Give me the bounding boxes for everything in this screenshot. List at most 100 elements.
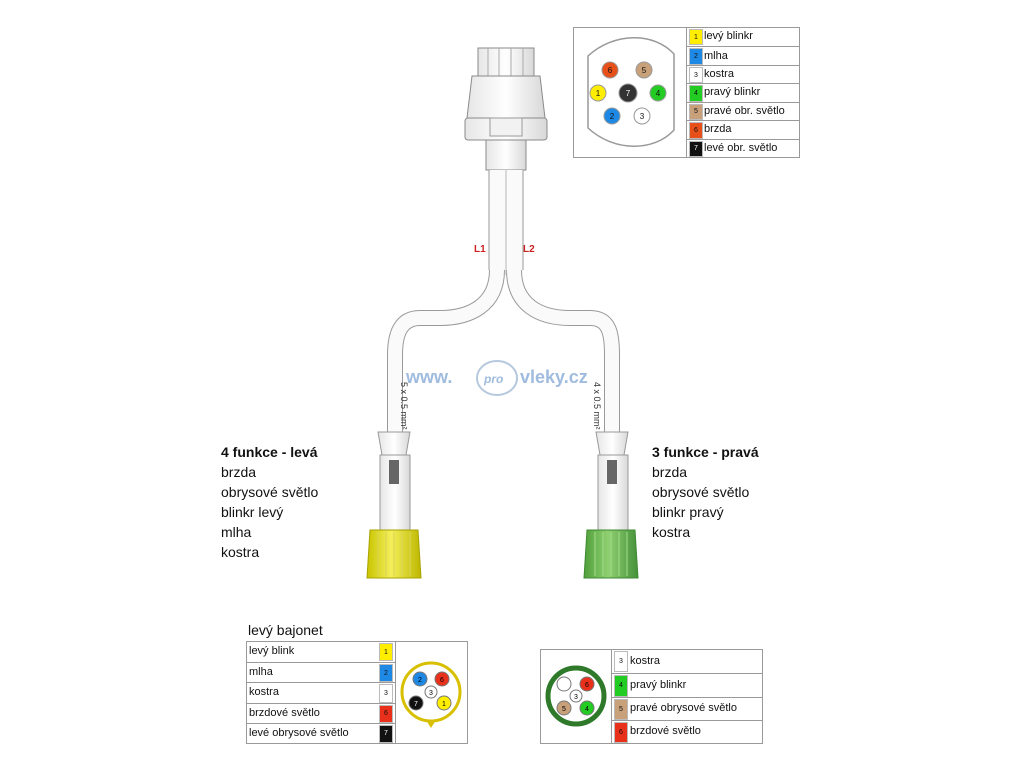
legend-row: 6 brzdové světlo (247, 702, 395, 724)
right-function-item: brzda (652, 464, 688, 480)
svg-text:6: 6 (608, 66, 613, 75)
pin-color-swatch: 3 (379, 684, 393, 703)
legend-row: 7 levé obrysové světlo (247, 722, 395, 744)
left-bajonet-face: 2 6 3 7 1 (400, 661, 462, 728)
cable-label-l2: L2 (523, 244, 535, 255)
pin-color-swatch: 5 (689, 103, 703, 121)
watermark: www. pro vleky.cz (405, 360, 588, 396)
pin-color-swatch: 6 (689, 122, 703, 139)
pin-color-swatch: 6 (614, 721, 628, 743)
pin-label: mlha (704, 49, 728, 62)
svg-text:7: 7 (414, 701, 418, 708)
right-function-title: 3 funkce - pravá (652, 444, 759, 460)
pin-color-swatch: 6 (379, 704, 393, 723)
pin-color-swatch: 2 (379, 664, 393, 683)
left-function-title: 4 funkce - levá (221, 444, 318, 460)
main-7pin-plug (464, 47, 548, 171)
pin-color-swatch: 3 (614, 651, 628, 673)
pin-label: levý blink (249, 645, 295, 658)
pin-color-swatch: 1 (379, 643, 393, 662)
pin-label: levé obrysové světlo (249, 726, 349, 739)
cable-harness (387, 170, 620, 435)
pin-label: pravé obr. světlo (704, 104, 785, 117)
right-bajonet-face: 6 3 5 4 (545, 665, 607, 727)
right-function-item: kostra (652, 524, 691, 540)
pin-label: brzdové světlo (249, 706, 320, 719)
cable-label-l1: L1 (474, 244, 486, 255)
pin-label: pravé obrysové světlo (630, 702, 737, 715)
right-function-item: obrysové světlo (652, 484, 750, 500)
svg-text:vleky.cz: vleky.cz (520, 367, 588, 387)
svg-text:6: 6 (585, 682, 589, 689)
left-function-item: blinkr levý (221, 504, 284, 520)
right-wire-spec: 4 x 0.5 mm² (592, 382, 602, 430)
svg-text:5: 5 (642, 66, 647, 75)
right-function-list: 3 funkce - pravá brzda obrysové světlo b… (652, 442, 759, 542)
pin-color-swatch: 1 (689, 29, 703, 46)
svg-text:6: 6 (440, 677, 444, 684)
svg-text:www.: www. (405, 367, 452, 387)
svg-text:2: 2 (418, 677, 422, 684)
pin-label: kostra (630, 654, 660, 667)
left-bayonet-plug (366, 431, 422, 579)
socket-7pin-face: 6 5 1 7 4 2 3 (587, 37, 675, 147)
left-function-item: obrysové světlo (221, 484, 319, 500)
pin-color-swatch: 5 (614, 698, 628, 720)
svg-text:1: 1 (442, 701, 446, 708)
legend-row: 2 mlha (247, 662, 395, 683)
legend-row: 3 kostra (247, 682, 395, 703)
left-bajonet-title: levý bajonet (248, 622, 323, 638)
legend-row: 1 levý blink (247, 642, 395, 662)
left-bajonet-legend: 1 levý blink 2 mlha 3 kostra 6 brzdové světlo 7 l… (247, 642, 396, 743)
pin-label: brzdové světlo (630, 725, 701, 738)
right-function-item: blinkr pravý (652, 504, 724, 520)
svg-text:5: 5 (562, 706, 566, 713)
left-wire-spec: 5 x 0.5 mm² (399, 382, 409, 430)
pin-label: kostra (704, 68, 734, 81)
left-bajonet-panel: 1 levý blink 2 mlha 3 kostra 6 brzdové světlo 7 l… (246, 641, 468, 744)
pin-label: kostra (249, 686, 279, 699)
pin-color-swatch: 7 (379, 724, 393, 743)
right-bayonet-plug (583, 431, 639, 579)
svg-text:3: 3 (429, 690, 433, 697)
left-function-item: brzda (221, 464, 257, 480)
svg-text:4: 4 (585, 706, 589, 713)
socket-pins: 6 5 1 7 4 2 3 (589, 61, 667, 125)
svg-text:2: 2 (610, 112, 615, 121)
svg-text:3: 3 (574, 694, 578, 701)
pin-color-swatch: 4 (689, 85, 703, 102)
svg-text:pro: pro (483, 372, 503, 386)
pin-label: mlha (249, 666, 273, 679)
pin-color-swatch: 3 (689, 66, 703, 84)
left-function-list: 4 funkce - levá brzda obrysové světlo bl… (221, 442, 318, 562)
left-function-item: kostra (221, 544, 260, 560)
svg-text:1: 1 (596, 89, 601, 98)
pin-label: brzda (704, 123, 732, 136)
pin-color-swatch: 4 (614, 675, 628, 697)
pin-color-swatch: 2 (689, 48, 703, 65)
left-function-item: mlha (221, 524, 252, 540)
pin-label: levé obr. světlo (704, 141, 778, 154)
svg-text:7: 7 (626, 89, 631, 98)
svg-text:4: 4 (656, 89, 661, 98)
pin-color-swatch: 7 (689, 140, 703, 157)
pin-label: pravý blinkr (704, 86, 761, 99)
svg-text:3: 3 (640, 112, 645, 121)
pin-label: pravý blinkr (630, 678, 687, 691)
